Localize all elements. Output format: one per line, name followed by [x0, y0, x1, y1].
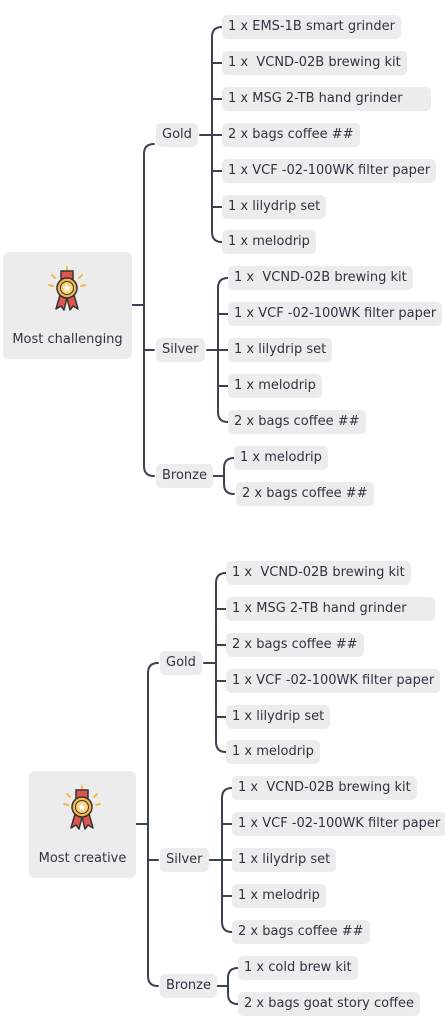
- prize-item[interactable]: 1 x lilydrip set: [228, 338, 333, 362]
- prize-item[interactable]: 1 x lilydrip set: [226, 705, 331, 729]
- prize-item[interactable]: 1 x melodrip: [226, 740, 320, 764]
- tier-bronze[interactable]: Bronze: [156, 464, 213, 488]
- prize-item[interactable]: 1 x VCND-02B brewing kit: [222, 51, 407, 75]
- prize-item[interactable]: 1 x melodrip: [222, 230, 316, 254]
- prize-item[interactable]: 1 x VCND-02B brewing kit: [226, 561, 411, 585]
- tier-gold[interactable]: Gold: [160, 651, 202, 675]
- prize-item[interactable]: 1 x VCF -02-100WK filter paper: [222, 159, 437, 183]
- prize-item[interactable]: 1 x VCND-02B brewing kit: [232, 776, 417, 800]
- tier-silver[interactable]: Silver: [156, 338, 205, 362]
- prize-item[interactable]: 2 x bags coffee ##: [228, 410, 366, 434]
- prize-item[interactable]: 1 x melodrip: [234, 446, 328, 470]
- tier-bronze[interactable]: Bronze: [160, 974, 217, 998]
- root-label: Most challenging: [12, 332, 123, 347]
- medal-icon: [48, 266, 86, 311]
- root-node-most-challenging[interactable]: Most challenging: [3, 252, 132, 359]
- prize-item[interactable]: 1 x VCF -02-100WK filter paper: [228, 302, 443, 326]
- prize-item[interactable]: 1 x EMS-1B smart grinder: [222, 15, 401, 39]
- prize-item[interactable]: 1 x lilydrip set: [232, 848, 337, 872]
- prize-item[interactable]: 1 x lilydrip set: [222, 195, 327, 219]
- root-label: Most creative: [38, 851, 127, 866]
- tier-gold[interactable]: Gold: [156, 123, 198, 147]
- tier-silver[interactable]: Silver: [160, 848, 209, 872]
- prize-item[interactable]: 1 x VCF -02-100WK filter paper: [232, 812, 445, 836]
- prize-item[interactable]: 1 x VCND-02B brewing kit: [228, 266, 413, 290]
- prize-item[interactable]: 1 x VCF -02-100WK filter paper: [226, 669, 441, 693]
- prize-item[interactable]: 2 x bags coffee ##: [222, 123, 360, 147]
- prize-item[interactable]: 2 x bags coffee ##: [232, 920, 370, 944]
- root-node-most-creative[interactable]: Most creative: [29, 771, 136, 878]
- medal-icon: [63, 785, 101, 830]
- prize-item[interactable]: 2 x bags coffee ##: [236, 482, 374, 506]
- prize-item[interactable]: 1 x MSG 2-TB hand grinder: [222, 87, 431, 111]
- prize-item[interactable]: 1 x MSG 2-TB hand grinder: [226, 597, 435, 621]
- prize-item[interactable]: 2 x bags goat story coffee: [238, 992, 421, 1016]
- prize-item[interactable]: 1 x cold brew kit: [238, 956, 358, 980]
- prize-item[interactable]: 2 x bags coffee ##: [226, 633, 364, 657]
- prize-item[interactable]: 1 x melodrip: [232, 884, 326, 908]
- prize-item[interactable]: 1 x melodrip: [228, 374, 322, 398]
